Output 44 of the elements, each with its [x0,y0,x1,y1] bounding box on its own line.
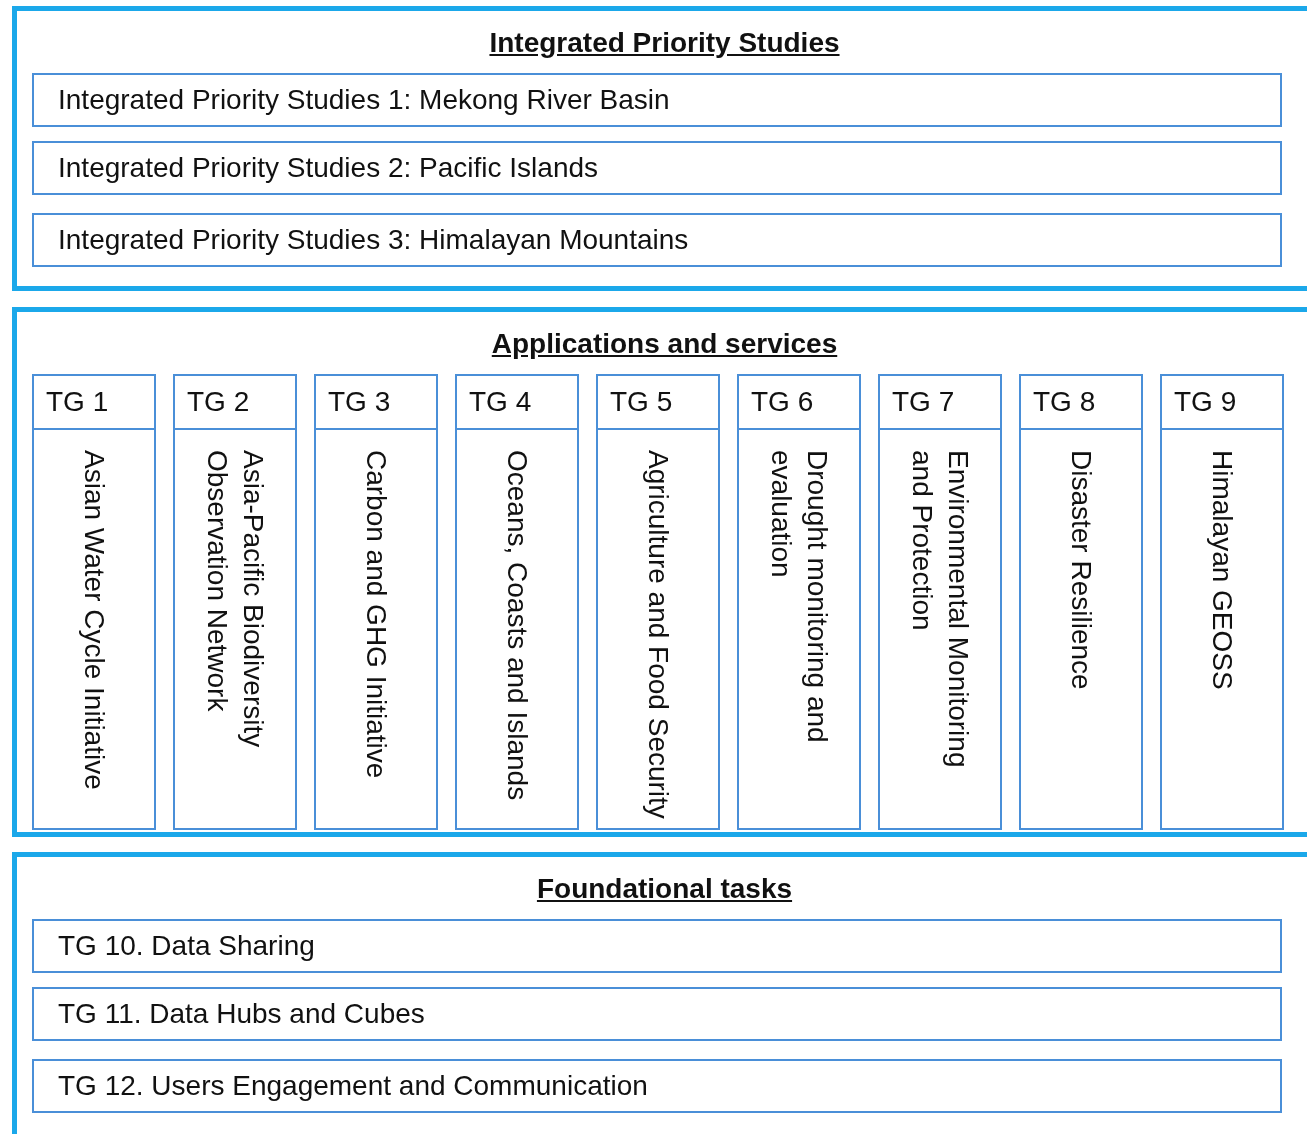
task-group-label: TG 6 [751,386,814,418]
item-box [32,213,1282,267]
task-group-label: TG 2 [187,386,250,418]
item-box [32,73,1282,127]
task-group-name: Oceans, Coasts and Islands [501,450,535,803]
item-box [32,919,1282,973]
task-group-label: TG 9 [1174,386,1237,418]
task-group-name: Disaster Resilience [1065,450,1099,692]
task-group-name: Agriculture and Food Security [642,450,676,820]
item-text: TG 10. Data Sharing [58,930,315,962]
item-box [32,987,1282,1041]
task-group-column [314,374,438,830]
task-group-label: TG 1 [46,386,109,418]
section-panel [12,852,1307,1134]
task-group-name: Carbon and GHG Initiative [360,450,394,781]
item-text: Integrated Priority Studies 3: Himalayan Mountains [58,224,689,256]
task-group-column [737,374,861,830]
task-group-label: TG 5 [610,386,673,418]
task-group-column [32,374,156,830]
task-group-column [596,374,720,830]
task-group-name: Drought monitoring and evaluation [765,450,835,745]
item-text: TG 11. Data Hubs and Cubes [58,998,425,1030]
task-group-label: TG 8 [1033,386,1096,418]
task-group-name: Asian Water Cycle Initiative [78,450,112,792]
item-box [32,141,1282,195]
task-group-column [1160,374,1284,830]
item-text: Integrated Priority Studies 1: Mekong River Basin [58,84,670,116]
task-group-column [878,374,1002,830]
task-group-label: TG 7 [892,386,955,418]
item-box [32,1059,1282,1113]
task-group-label: TG 4 [469,386,532,418]
item-text: TG 12. Users Engagement and Communication [58,1070,648,1102]
section-title: Applications and services [491,328,839,360]
task-group-label: TG 3 [328,386,391,418]
section-panel [12,6,1307,291]
task-group-column [1019,374,1143,830]
section-title: Integrated Priority Studies [489,27,841,59]
section-panel [12,307,1307,837]
item-text: Integrated Priority Studies 2: Pacific Islands [58,152,599,184]
task-group-column [455,374,579,830]
task-group-name: Himalayan GEOSS [1206,450,1240,692]
task-group-name: Asia-Pacific Biodiversity Observation Network [201,450,271,750]
task-group-column [173,374,297,830]
section-title: Foundational tasks [536,873,794,905]
